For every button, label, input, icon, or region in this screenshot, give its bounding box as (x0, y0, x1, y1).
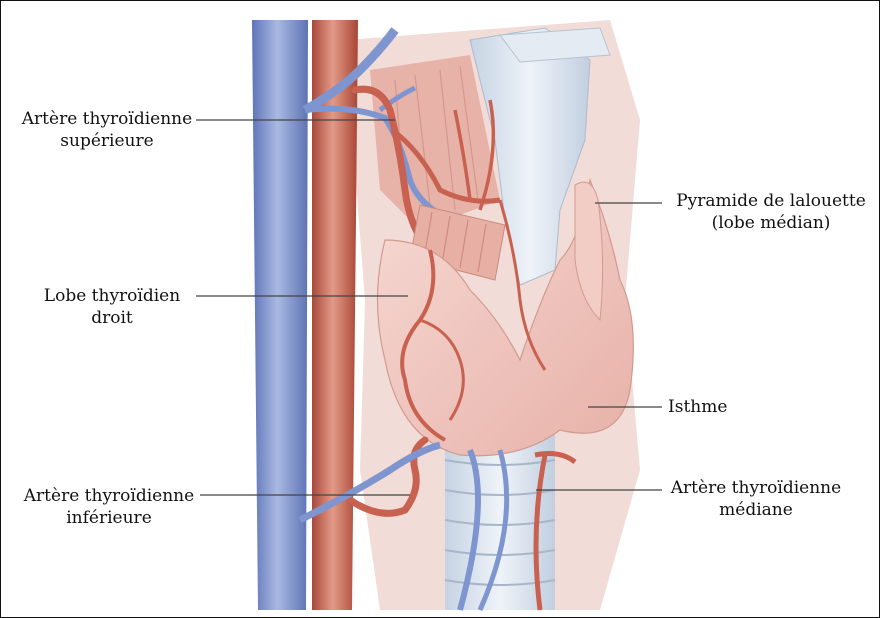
label-median-thyroid-artery: Artère thyroïdienne médiane (666, 477, 846, 521)
label-right-lobe: Lobe thyroïdien droit (22, 285, 202, 329)
label-line-1: Isthme (668, 396, 727, 418)
label-inferior-thyroid-artery: Artère thyroïdienne inférieure (14, 485, 204, 529)
label-line-1: Artère thyroïdienne (14, 485, 204, 507)
label-pyramidal-lobe: Pyramide de lalouette (lobe médian) (666, 190, 876, 234)
label-isthmus: Isthme (668, 396, 727, 418)
label-line-2: médiane (666, 499, 846, 521)
label-line-1: Artère thyroïdienne (666, 477, 846, 499)
label-line-2: inférieure (14, 507, 204, 529)
label-line-1: Artère thyroïdienne (12, 108, 202, 130)
label-line-1: Lobe thyroïdien (22, 285, 202, 307)
label-line-2: droit (22, 307, 202, 329)
internal-jugular-vein (252, 20, 308, 610)
label-line-1: Pyramide de lalouette (666, 190, 876, 212)
label-line-2: (lobe médian) (666, 212, 876, 234)
label-line-2: supérieure (12, 130, 202, 152)
label-superior-thyroid-artery: Artère thyroïdienne supérieure (12, 108, 202, 152)
